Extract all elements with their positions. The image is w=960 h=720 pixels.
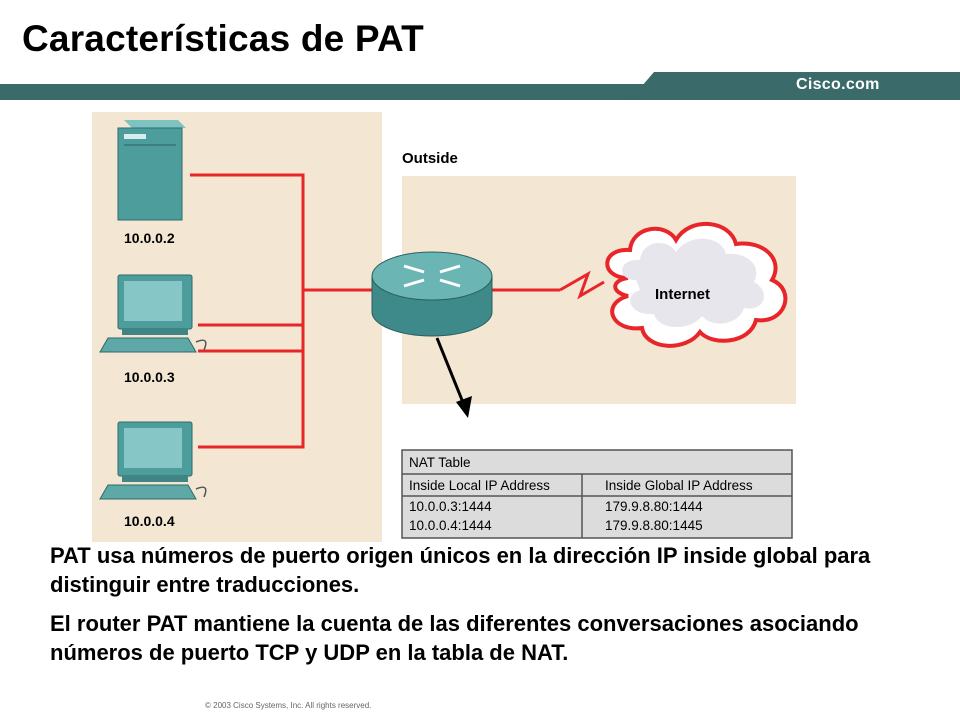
host-ip-label: 10.0.0.4 [124,513,175,529]
nat-cell: 179.9.8.80:1444 [605,499,703,514]
internet-cloud-icon: Internet [605,222,788,348]
bullet-text: PAT usa números de puerto origen únicos … [50,543,871,597]
workstation-icon [99,421,207,500]
host-links [190,173,380,449]
pat-network-diagram: Outside 10.0.0.2 10.0.0.3 10.0.0.4 [92,112,796,542]
nat-cell: 10.0.0.3:1444 [409,499,492,514]
host-ip-label: 10.0.0.2 [124,230,175,246]
cisco-brand-logo: Cisco.com [796,76,880,93]
serial-link-zigzag-icon [559,270,605,300]
workstation-icon [99,274,207,353]
nat-table-title: NAT Table [409,455,471,470]
nat-cell: 179.9.8.80:1445 [605,518,703,533]
host-ip-label: 10.0.0.3 [124,369,175,385]
server-icon [117,120,186,221]
nat-column-header: Inside Global IP Address [605,478,753,493]
internet-label: Internet [655,286,710,303]
outside-label: Outside [402,150,458,167]
nat-column-header: Inside Local IP Address [409,478,550,493]
nat-cell: 10.0.0.4:1444 [409,518,492,533]
router-icon [371,251,493,337]
nat-table: NAT Table Inside Local IP Address Inside… [401,449,793,539]
arrow-down-icon [435,337,472,418]
slide-title: Características de PAT [22,18,424,59]
copyright-notice: © 2003 Cisco Systems, Inc. All rights re… [205,701,372,710]
header-bar [0,72,960,100]
slide-body: PAT usa números de puerto origen únicos … [50,541,930,677]
bullet-text: El router PAT mantiene la cuenta de las … [50,611,859,665]
